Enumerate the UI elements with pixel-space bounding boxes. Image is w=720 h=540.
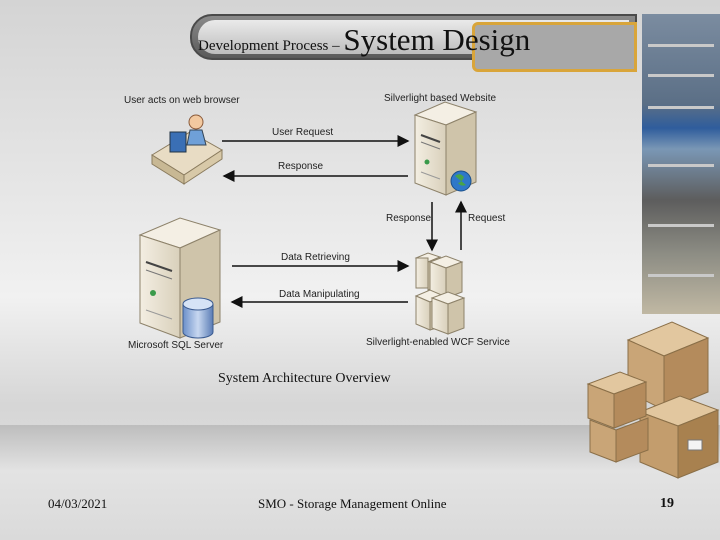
shelf-line (648, 106, 714, 109)
title-bar (190, 14, 637, 72)
footer-title: SMO - Storage Management Online (258, 496, 447, 511)
shelf-line (648, 44, 714, 47)
user-label: User acts on web browser (124, 95, 240, 106)
service-request-label: Request (468, 213, 506, 224)
title-main: System Design (343, 22, 531, 57)
website-label: Silverlight based Website (384, 93, 497, 104)
warehouse-photo (642, 14, 720, 314)
sql-server-label: Microsoft SQL Server (128, 340, 224, 351)
sql-server-icon (138, 217, 222, 339)
service-response-label: Response (386, 213, 432, 224)
diagram-caption: System Architecture Overview (218, 371, 391, 386)
wcf-service-label: Silverlight-enabled WCF Service (366, 337, 510, 348)
data-manipulating-label: Data Manipulating (279, 289, 360, 300)
shelf-line (648, 74, 714, 77)
slide-title: Development Process – System Design (198, 22, 530, 58)
footer-date: 04/03/2021 (48, 496, 108, 511)
response-label: Response (278, 161, 324, 172)
user-computer-icon (151, 114, 223, 185)
shelf-line (648, 224, 714, 227)
page-number: 19 (660, 496, 674, 511)
web-server-icon (413, 101, 478, 196)
cardboard-boxes-image (586, 321, 720, 479)
shelf-line (648, 274, 714, 277)
data-retrieving-label: Data Retrieving (281, 252, 350, 263)
title-prefix: Development Process – (198, 38, 344, 54)
wcf-service-servers-icon (414, 252, 466, 335)
shelf-line (648, 164, 714, 167)
title-accent-frame (472, 22, 637, 72)
user-request-label: User Request (272, 127, 334, 138)
